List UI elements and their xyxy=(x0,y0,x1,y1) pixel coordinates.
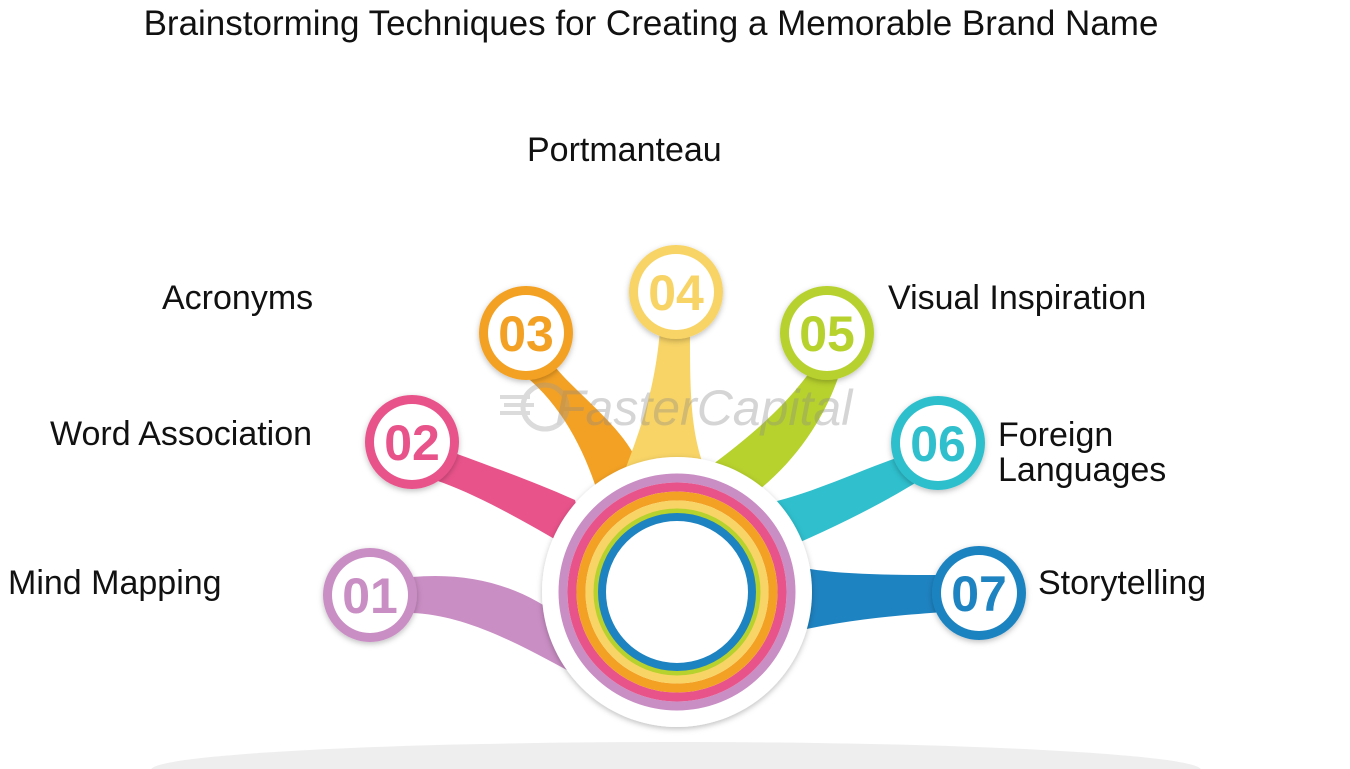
badge-07: 07 xyxy=(932,546,1026,640)
connector-04 xyxy=(625,330,705,470)
central-hub xyxy=(542,457,812,727)
badge-05-number: 05 xyxy=(799,306,855,362)
step-label-foreign-languages-line-2: Languages xyxy=(998,451,1167,489)
hub-ring-1 xyxy=(558,473,796,711)
hub-ring-2 xyxy=(567,482,787,702)
badge-02-number: 02 xyxy=(384,415,440,471)
step-label-foreign-languages-line-1: Foreign xyxy=(998,416,1114,454)
watermark-text: FasterCapital xyxy=(555,380,854,436)
badge-01-number: 01 xyxy=(342,568,398,624)
step-label-acronyms: Acronyms xyxy=(162,279,314,317)
badge-06-number: 06 xyxy=(910,416,966,472)
hub-ring-4 xyxy=(585,500,769,684)
hub-ring-7 xyxy=(598,513,756,671)
connector-05 xyxy=(705,365,840,500)
badge-04-number: 04 xyxy=(648,265,704,321)
connector-01 xyxy=(412,575,585,680)
watermark-logo-icon xyxy=(500,382,570,432)
step-label-foreign-languages: Foreign Languages xyxy=(998,418,1166,488)
connector-07 xyxy=(780,565,945,635)
step-label-visual-inspiration: Visual Inspiration xyxy=(888,279,1147,317)
badge-04: 04 xyxy=(629,245,723,339)
hub-ring-3 xyxy=(576,491,778,693)
ground-shadow xyxy=(151,742,1201,769)
badge-05: 05 xyxy=(780,286,874,380)
badges: 01 02 03 04 05 06 07 xyxy=(323,245,1026,642)
badge-03-number: 03 xyxy=(498,306,554,362)
badge-02: 02 xyxy=(365,395,459,489)
page-title: Brainstorming Techniques for Creating a … xyxy=(143,4,1159,43)
connector-06 xyxy=(760,455,920,555)
hub-ring-5 xyxy=(593,508,761,676)
connector-03 xyxy=(515,360,640,500)
badge-07-number: 07 xyxy=(951,566,1007,622)
step-label-portmanteau: Portmanteau xyxy=(527,131,722,169)
badge-03: 03 xyxy=(479,286,573,380)
step-label-word-association: Word Association xyxy=(50,415,313,453)
step-label-mind-mapping: Mind Mapping xyxy=(8,564,222,602)
connectors xyxy=(412,330,945,680)
badge-06: 06 xyxy=(891,396,985,490)
hub-center xyxy=(607,522,747,662)
connector-02 xyxy=(435,452,590,560)
step-label-storytelling: Storytelling xyxy=(1038,564,1207,602)
watermark: FasterCapital xyxy=(500,380,854,436)
badge-01: 01 xyxy=(323,548,417,642)
